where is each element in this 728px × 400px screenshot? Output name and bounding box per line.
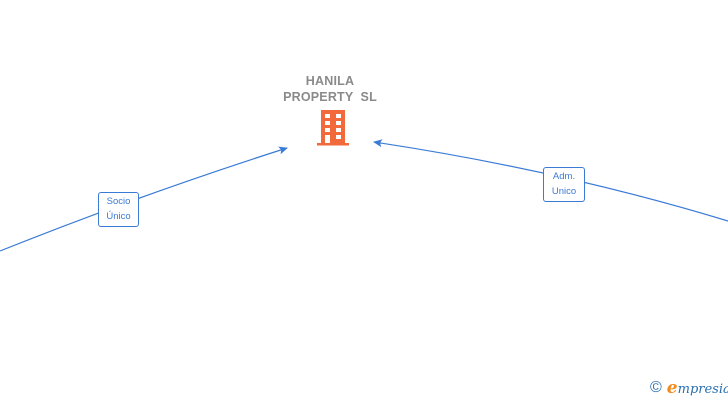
building-icon[interactable] <box>316 110 350 146</box>
brand-rest: mpresia <box>677 382 728 397</box>
edge-label-line1: Socio <box>106 196 131 207</box>
copyright-icon: © <box>650 379 662 396</box>
edge-label-adm-unico[interactable]: Adm. Unico <box>543 167 585 202</box>
brand-logo: empresia <box>667 378 728 398</box>
edge-socio-unico <box>0 146 288 252</box>
company-name-line1: HANILA <box>305 74 355 88</box>
edge-label-line2: Unico <box>551 186 577 197</box>
company-name[interactable]: HANILA PROPERTY SL <box>250 73 410 105</box>
brand-initial: e <box>666 378 678 398</box>
company-name-line2: PROPERTY SL <box>283 90 377 104</box>
edge-label-line2: Único <box>106 211 131 222</box>
empresia-watermark: © empresia <box>650 378 728 398</box>
edge-label-line1: Adm. <box>552 171 576 182</box>
edge-label-socio-unico[interactable]: Socio Único <box>98 192 139 227</box>
